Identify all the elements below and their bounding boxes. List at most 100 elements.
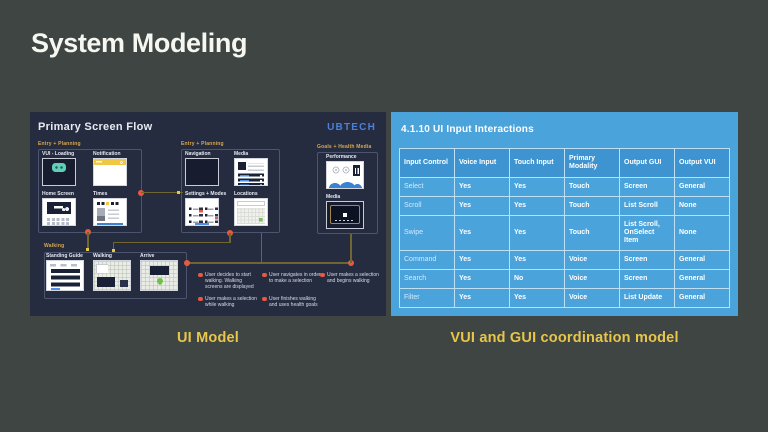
table-cell: Search [399, 269, 455, 289]
table-cell: Yes [454, 288, 510, 308]
caption-ui-model: UI Model [176, 330, 239, 346]
connector-line [187, 262, 351, 264]
flow-annotation: User navigates in order to make a select… [262, 272, 324, 284]
navigation-screen-thumbnail [185, 158, 219, 186]
table-cell: Voice [564, 250, 620, 270]
table-cell: Swipe [399, 215, 455, 251]
table-cell: Yes [509, 196, 565, 216]
flow-group-goals-health [317, 152, 378, 234]
screen-card-settings-modes: Settings + Modes [185, 191, 227, 226]
column-header-output-gui: Output GUI [619, 148, 675, 178]
flow-group-walking [44, 252, 187, 299]
ubtech-logo: UBTECH [327, 122, 376, 133]
group-label-goals-health: Goals + Health Media [317, 144, 372, 150]
screen-card-standing-guide: Standing Guide [46, 253, 84, 291]
column-header-touch-input: Touch Input [509, 148, 565, 178]
screen-card-arrive: Arrive [140, 253, 178, 291]
screen-card-label: Walking [93, 253, 112, 259]
flow-annotation: User finishes walking and uses health go… [262, 296, 324, 308]
bullet-dot-icon [198, 296, 203, 301]
table-cell: Touch [564, 177, 620, 197]
vui-loading-screen-thumbnail [42, 158, 76, 186]
flow-panel: Primary Screen Flow UBTECH Entry + Plann… [30, 112, 386, 316]
table-cell: Yes [509, 288, 565, 308]
bullet-dot-icon [262, 272, 267, 277]
locations-screen-thumbnail [234, 198, 268, 226]
connector-line [350, 234, 352, 263]
settings-modes-screen-thumbnail [185, 198, 219, 226]
connector-tick [177, 191, 180, 194]
group-label-entry-planning-1: Entry + Planning [38, 141, 81, 147]
annotation-text: User decides to start walking. Walking s… [205, 272, 254, 290]
screen-card-home-screen: Home Screen [42, 192, 76, 226]
table-cell: List Scroll, OnSelect Item [619, 215, 675, 251]
media-player-screen-thumbnail [326, 201, 364, 229]
flow-panel-title: Primary Screen Flow [38, 121, 153, 133]
screen-card-label: Media [326, 194, 341, 200]
group-label-walking: Walking [44, 243, 65, 249]
connector-dot [184, 260, 190, 266]
column-header-input-control: Input Control [399, 148, 455, 178]
screen-card-notification: Notification [93, 152, 127, 186]
table-cell: Command [399, 250, 455, 270]
bullet-dot-icon [198, 272, 203, 277]
table-cell: List Update [619, 288, 675, 308]
table-cell: Yes [454, 177, 510, 197]
table-cell: Screen [619, 177, 675, 197]
screen-card-label: Home Screen [42, 191, 74, 197]
screen-card-label: Media [234, 151, 249, 157]
screen-card-walking: Walking [93, 253, 131, 291]
screen-card-times: Times [93, 192, 127, 226]
flow-annotation: User decides to start walking. Walking s… [198, 272, 260, 290]
location-pin-icon [155, 276, 165, 286]
screen-card-media-player: Media [326, 194, 364, 229]
connector-tick [86, 248, 89, 251]
flow-annotation: User makes a selection while walking [198, 296, 260, 308]
table-cell: General [674, 269, 730, 289]
table-cell: Yes [454, 215, 510, 251]
annotation-text: User navigates in order to make a select… [269, 272, 321, 284]
slide-title: System Modeling [31, 28, 248, 58]
table-cell: Voice [564, 288, 620, 308]
table-cell: Select [399, 177, 455, 197]
bullet-dot-icon [320, 272, 325, 277]
connector-line [229, 233, 231, 243]
screen-card-label: Arrive [140, 253, 155, 259]
column-header-voice-input: Voice Input [454, 148, 510, 178]
connector-tick [112, 248, 115, 252]
annotation-text: User makes a selection while walking [205, 296, 257, 308]
interactions-table-title: 4.1.10 UI Input Interactions [401, 124, 534, 135]
walking-screen-thumbnail [93, 260, 131, 291]
table-cell: General [674, 250, 730, 270]
table-cell: Screen [619, 269, 675, 289]
screen-card-locations: Locations [234, 192, 268, 226]
table-cell: Yes [509, 177, 565, 197]
connector-line [113, 241, 231, 243]
table-cell: Yes [454, 250, 510, 270]
screen-card-label: Standing Guide [46, 253, 83, 259]
video-player-icon [330, 205, 360, 224]
home-screen-thumbnail [42, 198, 76, 226]
times-screen-thumbnail [93, 198, 127, 226]
table-cell: Touch [564, 215, 620, 251]
annotation-text: User finishes walking and uses health go… [269, 296, 318, 308]
table-cell: General [674, 177, 730, 197]
table-cell: Filter [399, 288, 455, 308]
screen-card-vui-loading: VUI - Loading [42, 152, 76, 186]
screen-card-label: Settings + Modes [185, 191, 227, 197]
screen-card-label: Performance [326, 154, 357, 160]
table-cell: Yes [454, 269, 510, 289]
table-cell: Screen [619, 250, 675, 270]
table-cell: None [674, 196, 730, 216]
screen-card-label: Locations [234, 191, 258, 197]
standing-guide-screen-thumbnail [46, 260, 84, 291]
screen-card-performance: Performance [326, 154, 364, 189]
